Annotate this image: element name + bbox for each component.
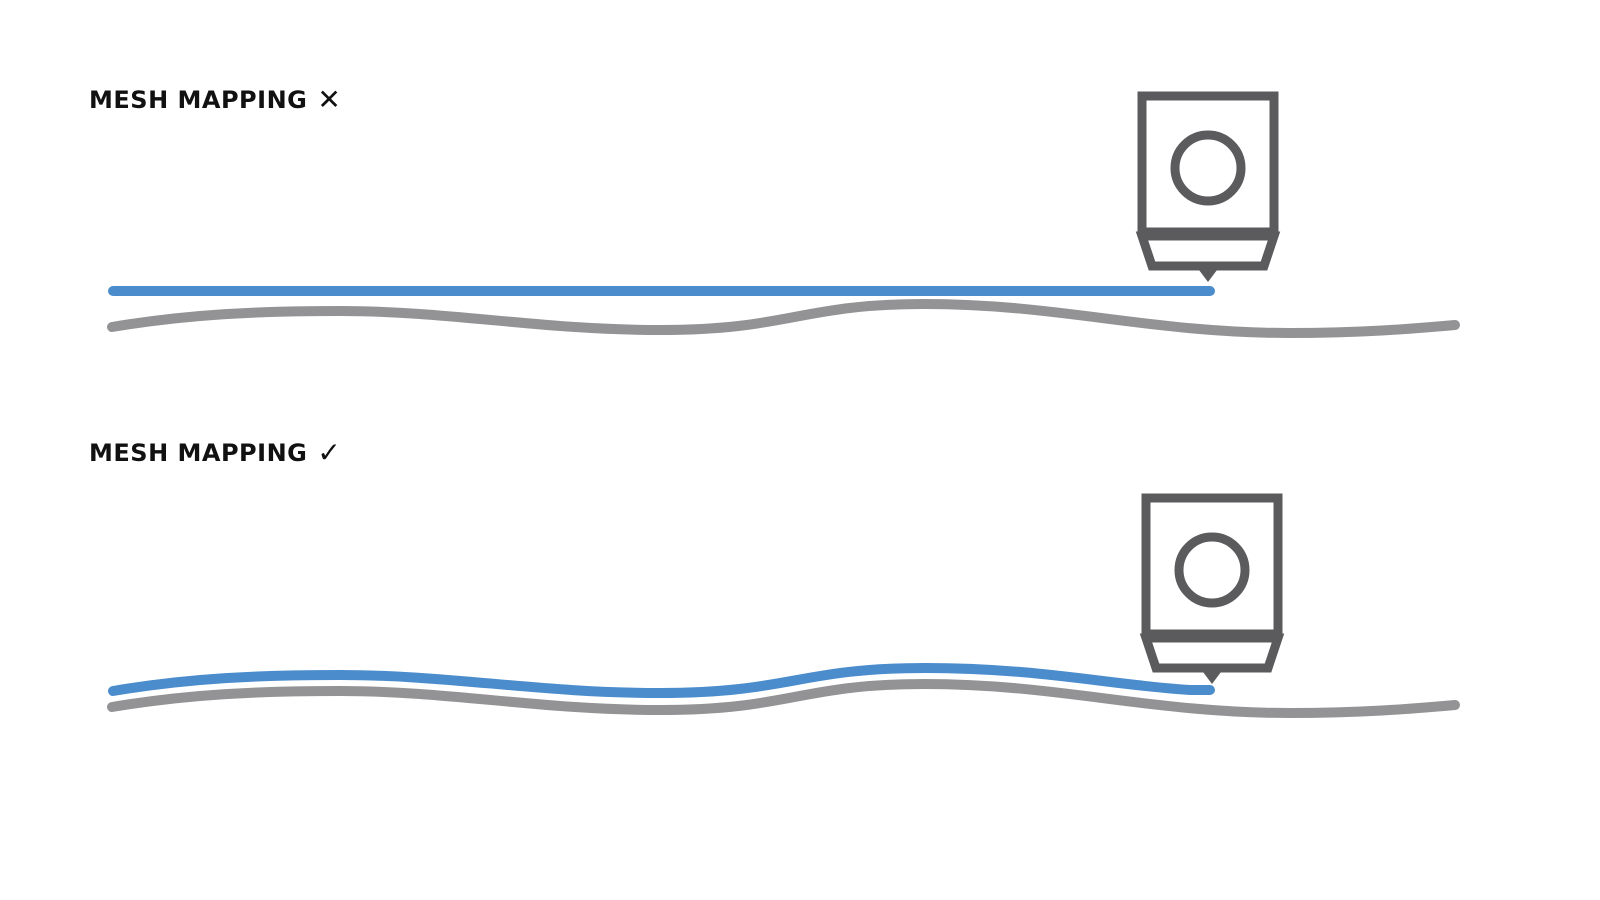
panel-without-mesh [107,91,1460,339]
panel-title-with-mesh: MESH MAPPING ✓ [89,436,342,469]
printer-nozzle-icon [1135,91,1281,282]
title-text: MESH MAPPING [89,439,308,467]
check-icon: ✓ [317,436,342,469]
bed-surface-line [107,298,1460,339]
cross-icon: ✕ [317,83,342,116]
panel-with-mesh [107,493,1460,719]
extrusion-line-following [108,662,1215,699]
title-text: MESH MAPPING [89,86,308,114]
panel-title-without-mesh: MESH MAPPING ✕ [89,83,342,116]
printer-nozzle-icon [1139,493,1285,684]
bed-surface-line [107,678,1460,719]
